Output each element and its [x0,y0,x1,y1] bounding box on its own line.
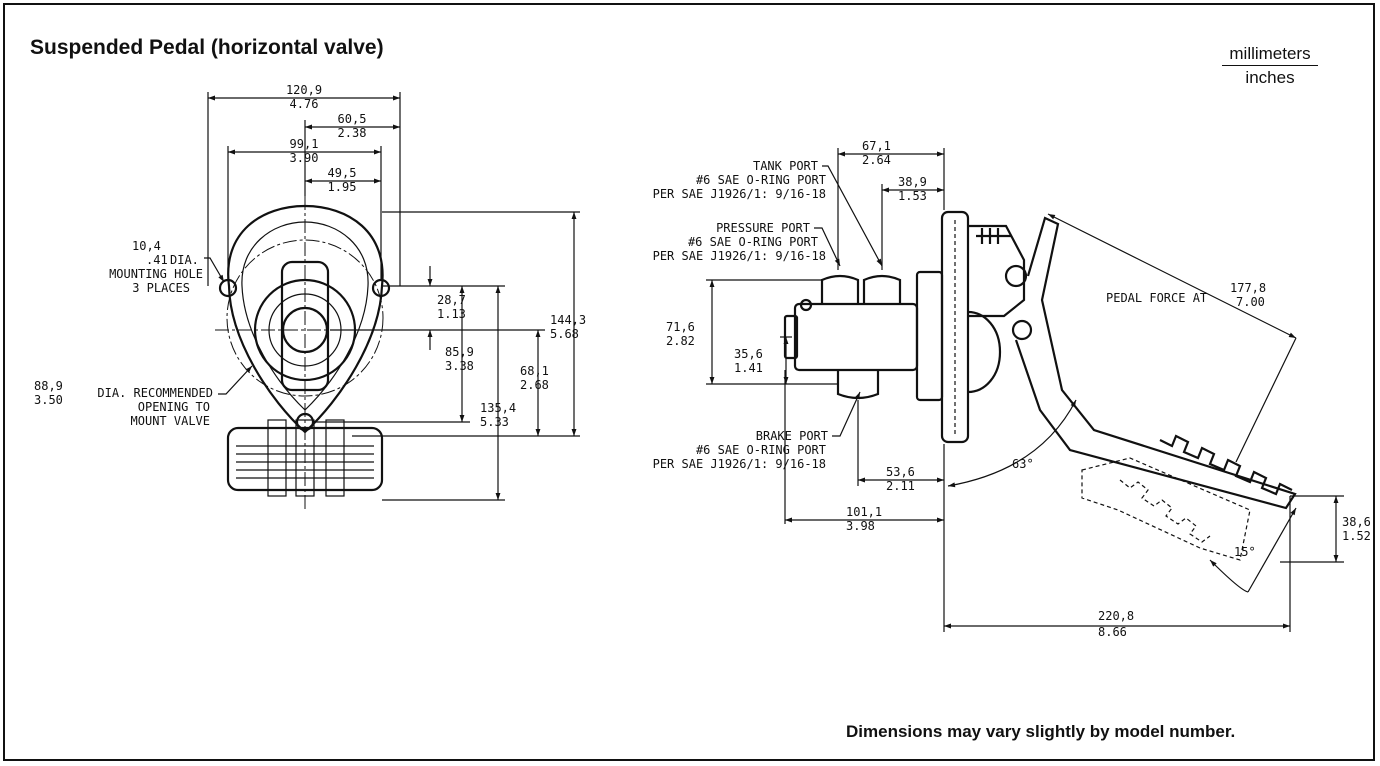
pedal-arm [1014,216,1297,510]
callout-hole-text-2: MOUNTING HOLE [109,267,203,281]
dim-flange-tank-mm: 67,1 [862,139,891,153]
side-view: 67,1 2.64 38,9 1.53 71,6 2.82 35,6 1.41 … [653,139,1371,639]
pressure-port-line-2: #6 SAE O-RING PORT [688,235,818,249]
dim-flange-brake-mm: 53,6 [886,465,915,479]
angle-pad: 15° [1234,545,1256,559]
front-dimension-texts: 120,9 4.76 60,5 2.38 99,1 3.90 49,5 1.95… [34,83,586,429]
dim-valve-center-in: 1.41 [734,361,763,375]
dim-valve-height-mm: 71,6 [666,320,695,334]
mounting-plate [227,204,384,434]
dim-top-offset-mm: 28,7 [437,293,466,307]
plate-inner-cutout [241,221,369,411]
dim-half-width-mm: 60,5 [338,112,367,126]
callout-opening-text-2: OPENING TO [138,400,210,414]
drawing-title: Suspended Pedal (horizontal valve) [30,36,384,59]
callout-opening-text-3: MOUNT VALVE [131,414,210,428]
dim-center-bottom-hole-in: 3.38 [445,359,474,373]
dim-top-offset-in: 1.13 [437,307,466,321]
brake-port-boss [836,370,880,400]
dim-pedal-rise-in: 1.52 [1342,529,1371,543]
pedal-depressed-outline [1081,457,1251,561]
pedal-tread-profile [1159,434,1293,496]
dim-hole-spacing-mm: 99,1 [290,137,319,151]
dim-hole-half-in: 1.95 [328,180,357,194]
side-dimension-lines [706,148,1344,632]
pedal-force-label: PEDAL FORCE AT [1106,291,1207,305]
dimension-footnote: Dimensions may vary slightly by model nu… [846,722,1236,741]
dim-center-bottom-mm: 68,1 [520,364,549,378]
pedal-pad [226,426,384,492]
callout-opening-dia-in: 3.50 [34,393,63,407]
mounting-hole-bottom [295,412,315,432]
units-denominator: inches [1245,68,1295,87]
side-port-leaders [814,165,883,437]
pressure-port-line-1: PRESSURE PORT [716,221,810,235]
tank-port-line-2: #6 SAE O-RING PORT [696,173,826,187]
pedal-arm-center [295,419,315,497]
dim-pedal-reach-in: 8.66 [1098,625,1127,639]
dim-valve-length-mm: 101,1 [846,505,882,519]
dim-center-bottom-in: 2.68 [520,378,549,392]
dim-flange-pressure-in: 1.53 [898,189,927,203]
side-dimension-texts: 67,1 2.64 38,9 1.53 71,6 2.82 35,6 1.41 … [653,139,1371,639]
bolt-circle [226,239,384,397]
valve-block [793,302,919,372]
adjust-screw [976,228,1012,244]
callout-hole-text-1: DIA. [170,253,199,267]
valve-boot [967,310,1002,394]
brake-port-line-1: BRAKE PORT [756,429,828,443]
tank-port-line-1: TANK PORT [753,159,818,173]
valve-plug [799,298,813,312]
dim-hole-spacing-in: 3.90 [290,151,319,165]
pedal-arm-right [325,419,345,497]
dim-pedal-reach-mm: 220,8 [1098,609,1134,623]
dim-flange-pressure-mm: 38,9 [898,175,927,189]
pedal-bracket [968,224,1026,318]
dim-pedal-force-in: 7.00 [1236,295,1265,309]
front-leaders [204,257,253,395]
brake-port-line-2: #6 SAE O-RING PORT [696,443,826,457]
callout-hole-text-3: 3 PLACES [132,281,190,295]
pedal-arm-left [267,419,287,497]
pedal-depressed-tread [1119,479,1211,543]
tank-port-boss [820,274,860,304]
callout-hole-dia-mm: 10,4 [132,239,161,253]
dim-valve-length-in: 3.98 [846,519,875,533]
callout-opening-dia-mm: 88,9 [34,379,63,393]
dim-overall-height-mm: 144,3 [550,313,586,327]
dim-valve-height-in: 2.82 [666,334,695,348]
dim-flange-tank-in: 2.64 [862,153,891,167]
dim-pedal-rise-mm: 38,6 [1342,515,1371,529]
brake-port-line-3: PER SAE J1926/1: 9/16-18 [653,457,826,471]
pressure-port-line-3: PER SAE J1926/1: 9/16-18 [653,249,826,263]
front-view: 120,9 4.76 60,5 2.38 99,1 3.90 49,5 1.95… [34,83,586,512]
dim-overall-width-in: 4.76 [290,97,319,111]
dim-center-bottom-hole-mm: 85,9 [445,345,474,359]
dim-overall-height-in: 5.68 [550,327,579,341]
dim-pedal-force-mm: 177,8 [1230,281,1266,295]
dim-half-width-in: 2.38 [338,126,367,140]
valve-body [280,260,330,392]
units-legend: millimeters inches [1222,44,1318,88]
dim-overall-width-mm: 120,9 [286,83,322,97]
pushrod-pin [1011,319,1033,341]
callout-hole-dia-in: .41 [146,253,168,267]
pressure-port-boss [862,274,902,304]
angle-travel: 63° [1012,457,1034,471]
valve-bore [281,306,329,354]
pedal-tread [236,445,374,479]
drawing-frame [3,3,1375,761]
dim-total-height-mm: 135,4 [480,401,516,415]
units-numerator: millimeters [1222,44,1318,66]
pivot-bolt [1004,264,1028,288]
valve-mount-boss [915,270,944,402]
dim-valve-center-mm: 35,6 [734,347,763,361]
dim-total-height-in: 5.33 [480,415,509,429]
dim-flange-brake-in: 2.11 [886,479,915,493]
dim-hole-half-mm: 49,5 [328,166,357,180]
tank-port-line-3: PER SAE J1926/1: 9/16-18 [653,187,826,201]
callout-opening-text-1: DIA. RECOMMENDED [97,386,213,400]
front-dimension-lines [207,92,580,501]
